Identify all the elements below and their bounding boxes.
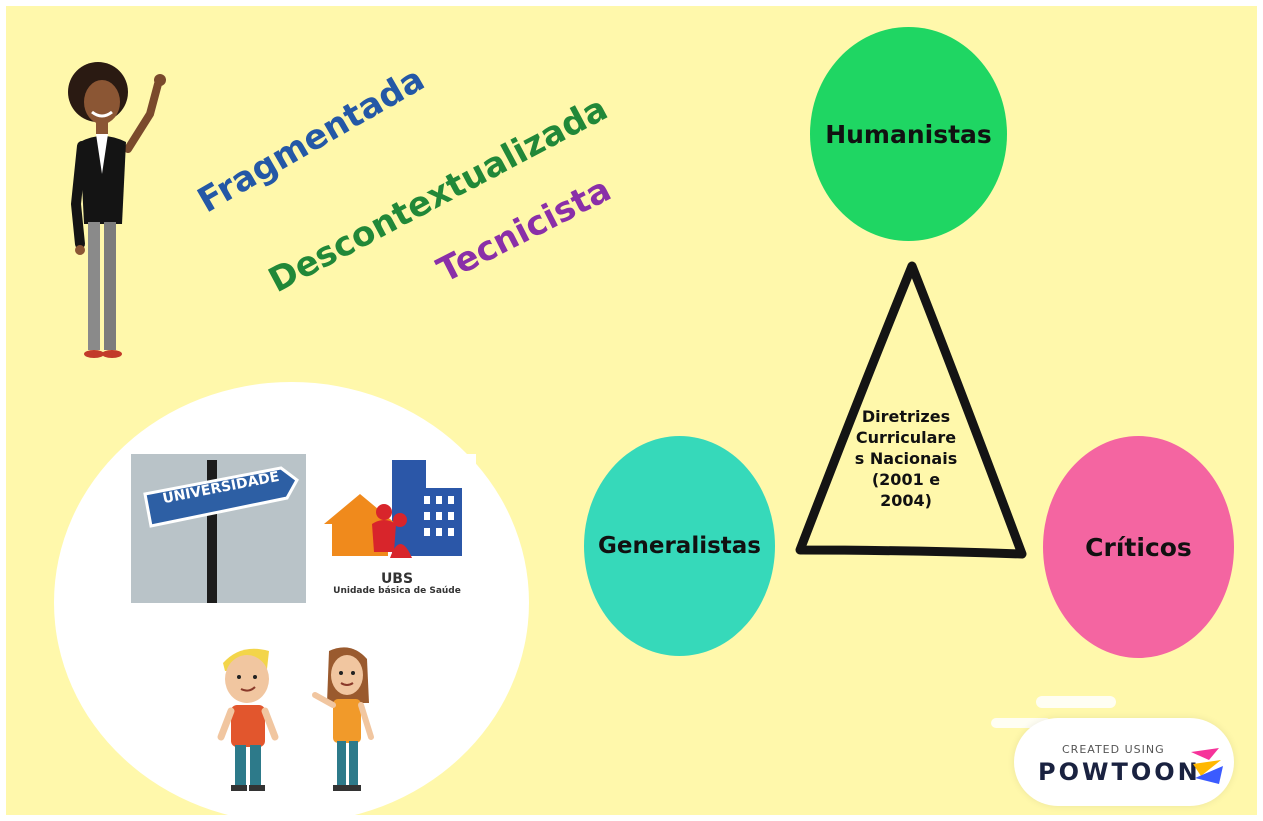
powtoon-badge[interactable]: CREATED USING POWTOON: [1014, 718, 1234, 806]
ubs-title: UBS: [380, 571, 414, 587]
signpost-drawing: [131, 454, 306, 603]
badge-brand: POWTOON: [1038, 758, 1201, 786]
circle-criticos: Críticos: [1043, 436, 1234, 658]
universidade-image: UNIVERSIDADE: [131, 454, 306, 603]
badge-created-using: CREATED USING: [1062, 743, 1165, 756]
teacher-character: [68, 62, 166, 358]
triangle-line: s Nacionais: [854, 449, 958, 468]
triangle-line: (2001 e: [871, 470, 941, 489]
ubs-image: UBS Unidade básica de Saúde: [318, 454, 476, 603]
label-humanistas: Humanistas: [825, 119, 992, 149]
decorative-smear: [991, 718, 1051, 728]
ubs-logo-drawing: [324, 460, 462, 558]
triangle-shape: [795, 261, 1027, 559]
students-characters: [217, 647, 374, 791]
ubs-subtitle: Unidade básica de Saúde: [333, 586, 461, 596]
label-criticos: Críticos: [1085, 532, 1192, 562]
powtoon-logo-icon: [1191, 748, 1223, 784]
circle-generalistas: Generalistas: [584, 436, 775, 656]
triangle-line: 2004): [880, 491, 932, 510]
decorative-smear: [1036, 696, 1116, 708]
circle-humanistas: Humanistas: [810, 27, 1007, 241]
slide-canvas: Fragmentada Descontextualizada Tecnicist…: [6, 6, 1257, 815]
triangle-line: Diretrizes: [861, 407, 951, 426]
triangle-line: Curriculare: [855, 428, 957, 447]
triangle-text: Diretrizes Curriculare s Nacionais (2001…: [846, 406, 966, 511]
label-generalistas: Generalistas: [598, 533, 761, 559]
